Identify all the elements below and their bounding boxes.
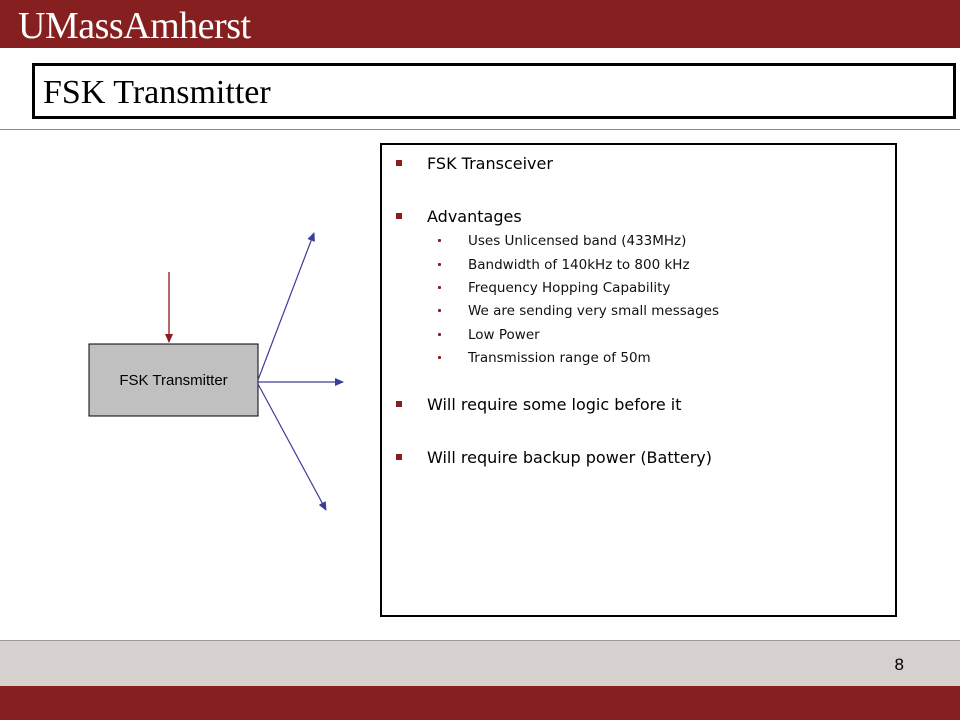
output-arrow-up: [257, 232, 315, 381]
dot-bullet-icon: [438, 309, 441, 312]
transmitter-label: FSK Transmitter: [119, 371, 228, 389]
square-bullet-icon: [396, 160, 402, 166]
slide-title: FSK Transmitter: [43, 74, 271, 111]
content-box: FSK Transceiver Advantages Uses Unlicens…: [380, 143, 897, 617]
footer-bar: [0, 640, 960, 687]
umass-amherst-logo: UMassAmherst: [18, 5, 251, 47]
dot-bullet-icon: [438, 239, 441, 242]
square-bullet-icon: [396, 213, 402, 219]
transmitter-block: [88, 343, 259, 417]
title-divider: [0, 129, 960, 130]
square-bullet-icon: [396, 401, 402, 407]
title-box: FSK Transmitter: [32, 63, 956, 119]
header-band: UMassAmherst: [0, 0, 960, 48]
page-number: 8: [894, 655, 904, 674]
dot-bullet-icon: [438, 263, 441, 266]
dot-bullet-icon: [438, 333, 441, 336]
square-bullet-icon: [396, 454, 402, 460]
dot-bullet-icon: [438, 356, 441, 359]
output-arrow-down: [257, 383, 327, 511]
dot-bullet-icon: [438, 286, 441, 289]
footer-band: [0, 686, 960, 720]
